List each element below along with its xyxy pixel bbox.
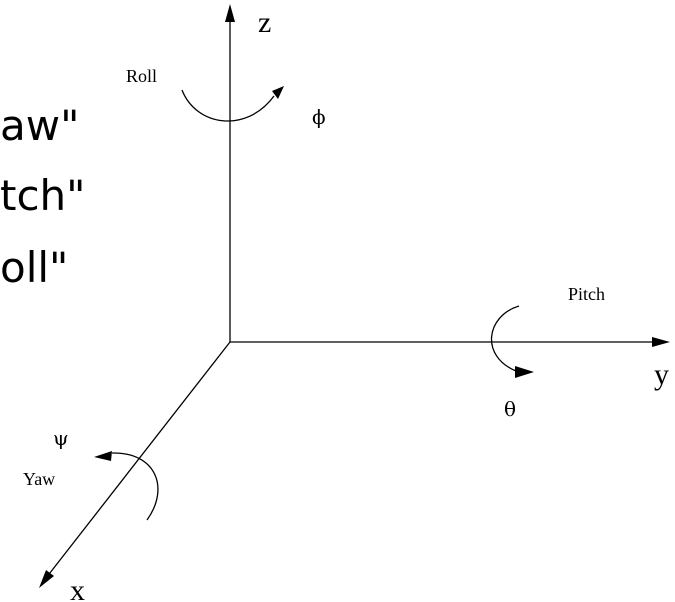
z-axis-label: z bbox=[258, 6, 271, 39]
slide-text-line-2: tch" bbox=[0, 171, 86, 220]
roll-symbol: ϕ bbox=[312, 105, 326, 129]
pitch-rotation-arc bbox=[490, 305, 520, 372]
yaw-label: Yaw bbox=[23, 469, 55, 489]
yaw-rotation-arc bbox=[111, 452, 159, 521]
y-axis-label: y bbox=[654, 358, 669, 391]
roll-arrowhead bbox=[272, 86, 284, 99]
y-axis-arrowhead bbox=[652, 337, 670, 347]
pitch-arrowhead bbox=[515, 366, 534, 378]
pitch-symbol: θ bbox=[504, 397, 516, 421]
x-axis-arrowhead bbox=[39, 570, 54, 588]
z-axis-arrowhead bbox=[225, 4, 235, 22]
yaw-symbol: ψ bbox=[53, 426, 69, 450]
slide-text-line-1: aw" bbox=[0, 101, 79, 150]
x-axis-line bbox=[45, 341, 231, 579]
roll-label: Roll bbox=[126, 66, 157, 86]
x-axis-label: x bbox=[70, 574, 85, 602]
slide-text-line-3: oll" bbox=[0, 243, 68, 292]
yaw-arrowhead bbox=[94, 451, 112, 461]
roll-rotation-arc bbox=[181, 89, 275, 122]
pitch-label: Pitch bbox=[568, 284, 605, 304]
